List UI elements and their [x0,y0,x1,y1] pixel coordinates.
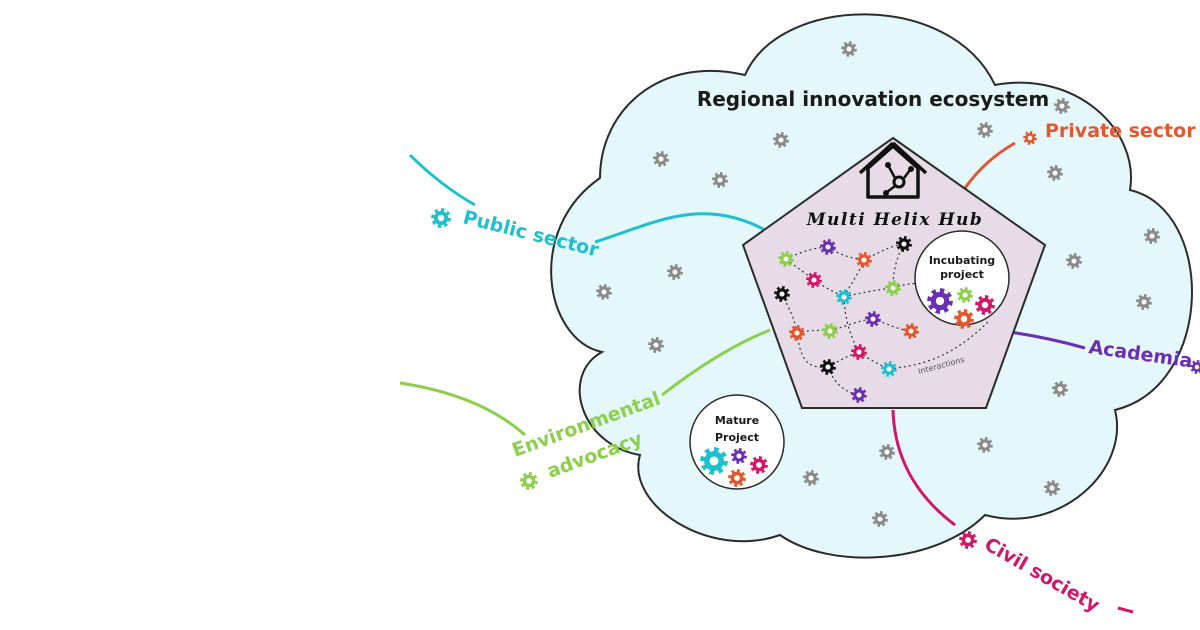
private-sector-label: Private sector [1045,120,1196,142]
gear-icons [431,41,1200,549]
gear-icon [865,311,881,327]
public-sector-connector-outer [408,153,476,207]
gear-icon [822,323,838,339]
mature-label-line1: Mature [715,414,759,427]
gear-icon [896,236,912,252]
gear-icon [596,284,612,300]
gear-icon [774,286,790,302]
gear-icon [750,456,768,474]
gear-icon [431,208,451,228]
private-sector-connector [963,141,1016,189]
gear-icon [872,511,888,527]
gear-icon [959,531,977,549]
gear-icon [773,132,789,148]
gear-icon [820,239,836,255]
gear-icon [803,470,819,486]
gear-icon [648,337,664,353]
gear-icon [879,444,895,460]
public-sector-connector [594,212,766,244]
gear-icon [841,41,857,57]
gear-icon [1052,381,1068,397]
mature-label-line2: Project [715,431,759,444]
civil-society-connector [891,409,956,527]
gear-icon [731,448,747,464]
gear-icon [712,172,728,188]
gear-icon [1066,253,1082,269]
gear-icon [977,437,993,453]
gear-icon [851,344,867,360]
incubating-label-line2: project [940,268,984,281]
gear-icon [520,472,538,490]
house-network-icon [858,141,928,199]
gear-icon [653,151,669,167]
gear-icon [954,309,974,329]
gear-icon [903,323,919,339]
gear-icon [806,272,822,288]
hub-title: Multi Helix Hub [806,210,984,230]
gear-icon [820,359,836,375]
gear-icon [1190,360,1200,374]
gear-icon [700,447,728,475]
gear-icon [728,469,746,487]
gear-icon [836,289,852,305]
gear-icon [975,295,995,315]
civil-society-label: Civil society [981,533,1104,617]
environmental-connector-outer [399,381,526,437]
gear-icon [1047,165,1063,181]
gear-icon [885,280,901,296]
gear-icon [789,325,805,341]
ecosystem-title: Regional innovation ecosystem [697,87,1049,111]
gear-icon [881,361,897,377]
gear-icon [957,287,973,303]
academia-connector [1009,330,1086,350]
gear-icon [856,252,872,268]
civil-society-connector-tail [1117,606,1134,614]
gear-icon [1054,98,1070,114]
gear-icon [667,264,683,280]
gear-icon [1144,228,1160,244]
gear-icon [851,387,867,403]
environmental-connector [661,328,771,397]
gear-icon [977,122,993,138]
gear-icon [1044,480,1060,496]
gear-icon [1136,294,1152,310]
incubating-label-line1: Incubating [929,254,995,267]
gear-icon [1023,131,1037,145]
gear-icon [778,251,794,267]
gear-icon [927,288,953,314]
